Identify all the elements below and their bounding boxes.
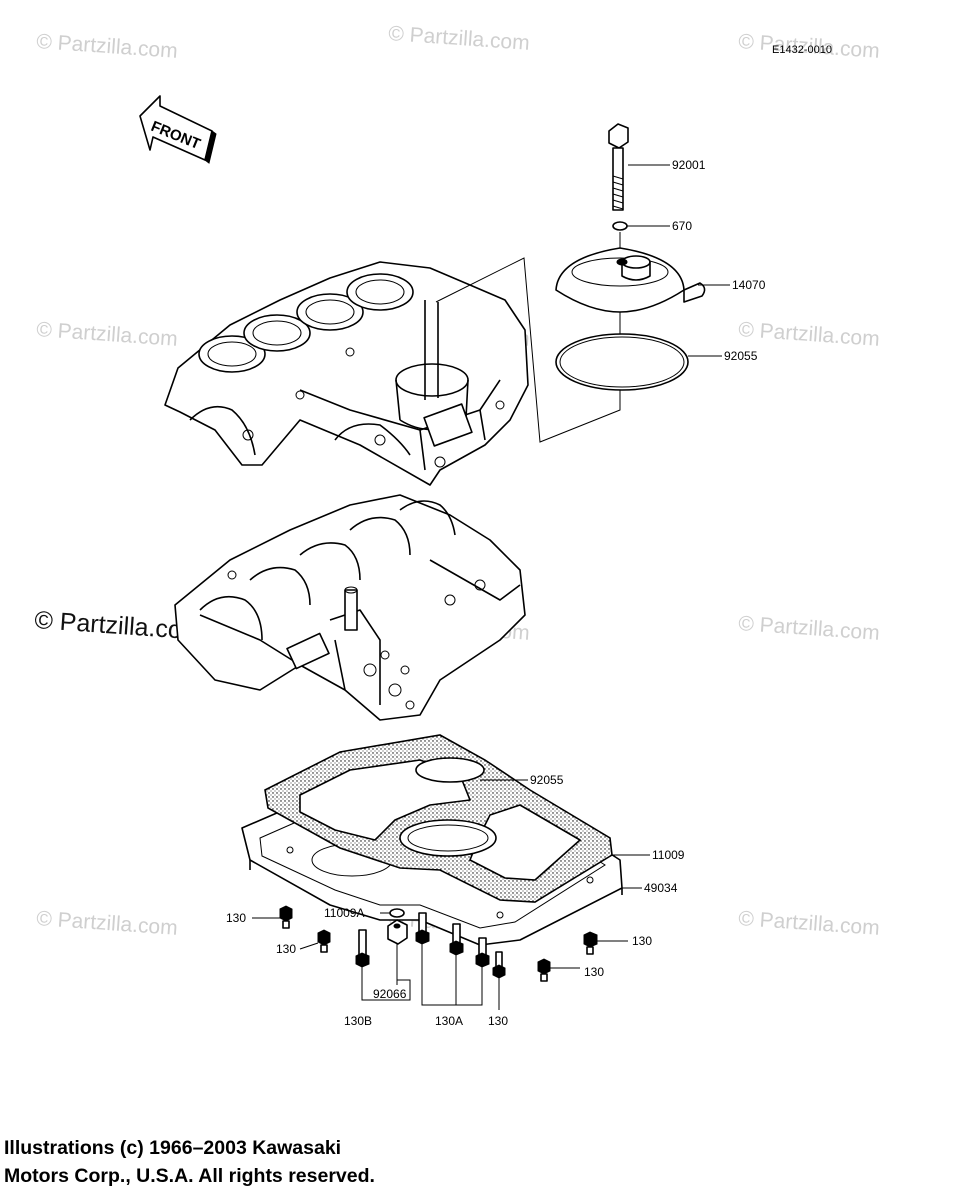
bolt-130-icon (317, 929, 331, 953)
fasteners (279, 905, 598, 982)
upper-crankcase (164, 261, 529, 486)
part-label-130: 130 (632, 934, 652, 948)
watermark: © Partzilla.com (738, 612, 881, 645)
copyright-line-1: Illustrations (c) 1966–2003 Kawasaki (4, 1137, 342, 1159)
drain-plug-92066-icon (387, 919, 408, 945)
oil-filter-assembly (435, 123, 706, 443)
watermark: © Partzilla.com (738, 318, 881, 351)
part-label-130: 130 (226, 911, 246, 925)
gasket-11009-icon (264, 734, 613, 903)
part-label-49034: 49034 (644, 881, 678, 895)
part-label-92066: 92066 (373, 987, 407, 1001)
part-label-130: 130 (488, 1014, 508, 1028)
bolt-130A-icon (475, 937, 490, 968)
washer-11009A-icon (389, 908, 405, 918)
watermark: © Partzilla.com (36, 318, 179, 351)
part-label-11009: 11009 (652, 848, 685, 862)
lower-crankcase (174, 494, 526, 721)
part-label-92001: 92001 (672, 158, 706, 172)
leader-lines (252, 164, 730, 1010)
bolt-130-icon (583, 931, 598, 955)
bolt-92001-icon (608, 123, 629, 211)
bolt-130-icon (537, 958, 551, 982)
part-label-92055-top: 92055 (724, 349, 758, 363)
o-ring-92055-icon (555, 333, 689, 391)
watermark: © Partzilla.com (36, 907, 179, 940)
part-label-92055-pan: 92055 (530, 773, 564, 787)
diagram-code: E1432-0010 (772, 44, 832, 56)
part-label-14070: 14070 (732, 278, 766, 292)
bolt-130A-icon (415, 912, 430, 945)
part-label-130A: 130A (435, 1014, 463, 1028)
filter-cover-14070-icon (555, 247, 706, 313)
gasket-92055-oval-icon (399, 757, 497, 857)
part-labels: 92001 670 14070 92055 92055 11009 49034 … (226, 158, 766, 1028)
part-label-130: 130 (276, 942, 296, 956)
copyright-notice: Illustrations (c) 1966–2003 Kawasaki Mot… (4, 1134, 564, 1190)
washer-670-icon (612, 221, 628, 231)
copyright-line-2: Motors Corp., U.S.A. All rights reserved… (4, 1165, 375, 1187)
part-label-11009A: 11009A (324, 906, 364, 920)
bolt-130-icon (279, 905, 293, 929)
watermark: © Partzilla.com (738, 907, 881, 940)
bolt-130B-icon (355, 929, 370, 968)
watermark: © Partzilla.com (36, 30, 179, 63)
front-arrow-icon: FRONT (139, 95, 217, 164)
bolt-130A-icon (449, 923, 464, 956)
bolt-130-icon (492, 951, 506, 979)
part-label-130B: 130B (344, 1014, 372, 1028)
part-label-670: 670 (672, 219, 692, 233)
part-label-130: 130 (584, 965, 604, 979)
watermark: © Partzilla.com (388, 22, 531, 55)
